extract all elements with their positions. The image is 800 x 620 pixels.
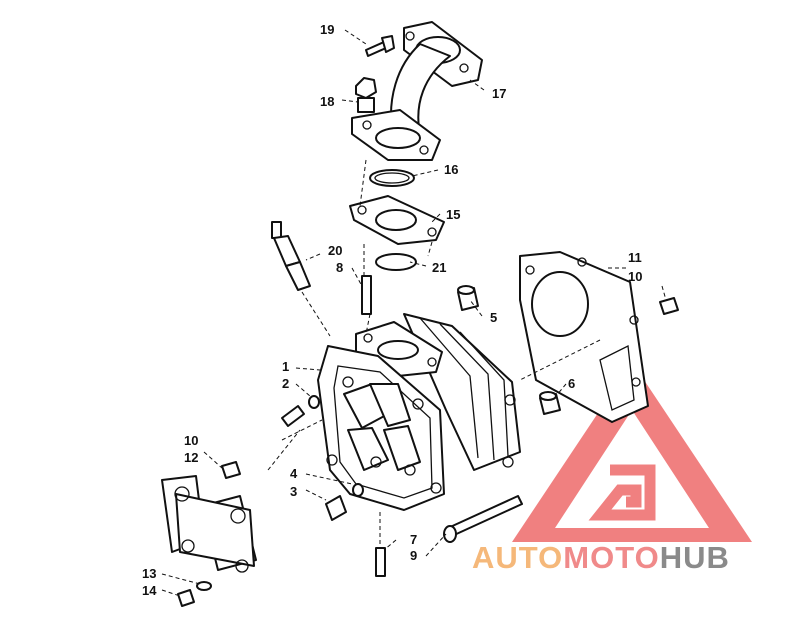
callout-19: 19 [320,22,334,37]
head-bolt-3 [325,483,364,521]
callout-14: 14 [142,583,157,598]
flange-bolt [365,35,395,57]
callout-10-right: 10 [628,269,642,284]
watermark-hub: HUB [660,540,730,575]
watermark-logo [512,362,752,542]
callout-13: 13 [142,566,156,581]
callout-21: 21 [432,260,446,275]
callout-11: 11 [628,250,642,265]
callout-4: 4 [290,466,298,481]
callout-20: 20 [328,243,342,258]
callout-9: 9 [410,548,417,563]
dowel-pin-right [659,297,679,315]
callout-5: 5 [490,310,497,325]
elbow-lower-port [375,127,421,149]
callout-8: 8 [336,260,343,275]
intake-elbow [351,21,483,161]
rocker-support [161,475,257,573]
callout-10-left: 10 [184,433,198,448]
head-bolt-2 [281,395,320,427]
callout-7: 7 [410,532,417,547]
callout-1: 1 [282,359,289,374]
flange-hole [362,120,372,130]
callout-3: 3 [290,484,297,499]
lower-stud [375,547,386,577]
rocker-tower [369,383,411,427]
intake-spacer [349,195,445,245]
flange-nut [355,77,377,113]
callout-12: 12 [184,450,198,465]
callout-15: 15 [446,207,460,222]
flange-hole [419,145,429,155]
rocker-tower [347,427,389,471]
dowel-pin-upper [457,285,479,311]
head-gasket [519,251,649,423]
washer [196,581,212,591]
callout-6: 6 [568,376,575,391]
o-ring-lower [375,253,417,271]
cylinder-head [317,313,521,511]
watermark-inner-mark [588,464,656,521]
callout-16: 16 [444,162,458,177]
dowel-pin-lower [539,391,561,415]
small-bolt [177,589,195,607]
long-head-bolt [443,495,523,543]
callout-2: 2 [282,376,289,391]
callouts: 19 18 17 16 15 20 8 21 11 10 5 1 2 6 10 … [142,22,642,598]
rocker-tower [383,425,421,471]
leader-lines [161,29,667,597]
callout-17: 17 [492,86,506,101]
callout-18: 18 [320,94,334,109]
spark-plug [271,221,311,291]
watermark-text: AUTOMOTOHUB [472,540,730,575]
watermark-auto: AUTO [472,540,563,575]
stud [361,275,372,315]
flange-hole [405,31,415,41]
flange-hole [459,63,469,73]
watermark-triangle [512,362,752,542]
dowel-pin-left [221,461,241,479]
watermark-moto: MOTO [563,540,659,575]
